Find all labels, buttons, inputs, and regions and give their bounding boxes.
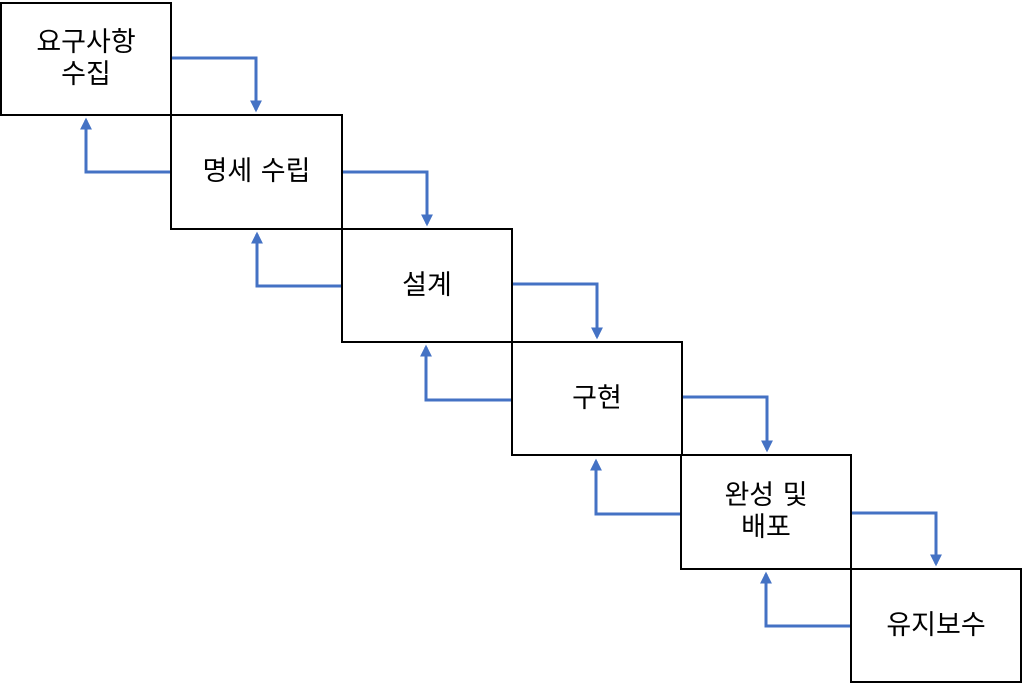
backward-arrow-5: [760, 571, 850, 628]
stage-maintenance: 유지보수: [850, 568, 1022, 683]
stage-design: 설계: [341, 228, 513, 343]
stage-requirements-gathering: 요구사항 수집: [0, 2, 172, 116]
backward-arrow-1: [80, 117, 170, 174]
forward-arrow-1: [172, 56, 262, 113]
stage-specification: 명세 수립: [170, 114, 343, 230]
backward-arrow-2: [251, 231, 341, 288]
forward-arrow-4: [683, 395, 773, 453]
forward-arrow-5: [852, 511, 942, 567]
backward-arrow-4: [590, 458, 680, 516]
backward-arrow-3: [420, 344, 511, 402]
forward-arrow-2: [343, 170, 433, 227]
stage-completion-deployment: 완성 및 배포: [680, 454, 852, 570]
stage-implementation: 구현: [511, 341, 683, 456]
forward-arrow-3: [513, 282, 603, 340]
